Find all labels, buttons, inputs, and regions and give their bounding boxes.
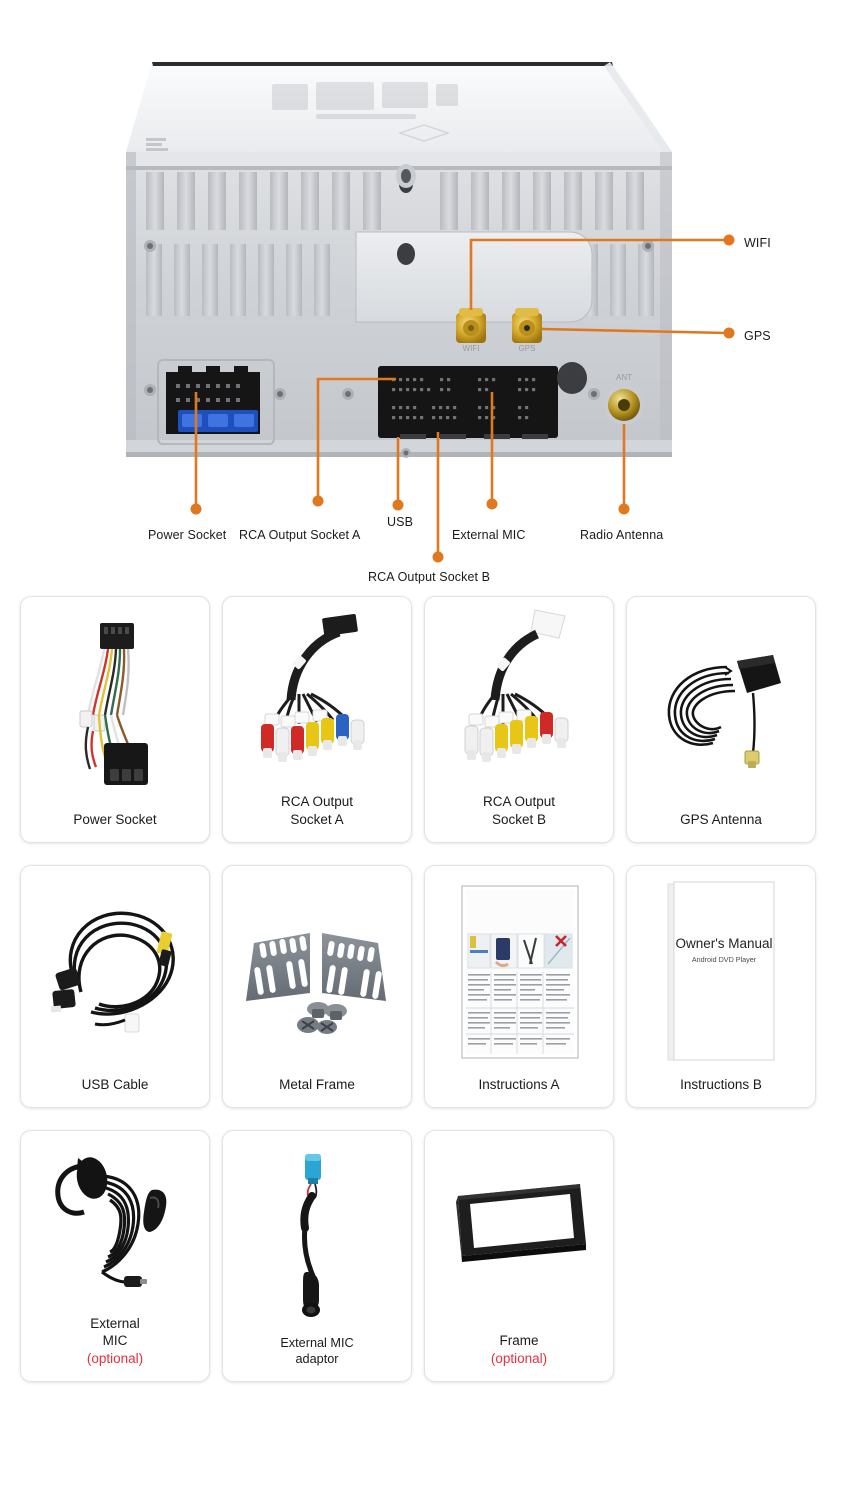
caption-line-1: Metal Frame bbox=[279, 1076, 355, 1092]
callout-label-rca-output-socket-b: RCA Output Socket B bbox=[368, 570, 491, 584]
caption-line-1: Power Socket bbox=[73, 811, 157, 827]
accessory-card-power-socket[interactable]: Power Socket bbox=[20, 596, 210, 843]
svg-text:WIFI: WIFI bbox=[463, 344, 480, 353]
caption-line-2: Socket B bbox=[491, 811, 547, 827]
center-recess-plate bbox=[355, 164, 593, 323]
accessory-caption-external-mic: External MIC (optional) bbox=[21, 1315, 209, 1381]
callout-leader-lines bbox=[194, 238, 728, 556]
heatsink-fins-upper bbox=[146, 172, 644, 230]
caption-optional-tag: (optional) bbox=[86, 1350, 144, 1366]
caption-line-1: RCA Output bbox=[280, 794, 354, 810]
accessory-caption-rca-socket-a: RCA Output Socket A bbox=[223, 793, 411, 842]
accessory-row-1: Power Socket bbox=[0, 590, 841, 843]
caption-line-1: Instructions A bbox=[478, 1076, 560, 1092]
power-socket-port bbox=[157, 359, 275, 445]
caption-line-1: External bbox=[90, 1316, 140, 1332]
wifi-sma-connector: WIFI bbox=[456, 308, 486, 353]
caption-line-2: MIC bbox=[102, 1333, 128, 1349]
rca-harness-b-art bbox=[425, 597, 613, 793]
usb-cable-art bbox=[21, 866, 209, 1076]
accessory-card-usb-cable[interactable]: USB Cable bbox=[20, 865, 210, 1108]
accessory-caption-instructions-a: Instructions A bbox=[425, 1076, 613, 1107]
callout-label-usb: USB bbox=[387, 515, 414, 529]
callout-dots bbox=[190, 234, 735, 563]
caption-line-1: USB Cable bbox=[81, 1076, 149, 1092]
caption-line-1: RCA Output bbox=[482, 794, 556, 810]
mic-adaptor-art bbox=[223, 1131, 411, 1335]
accessory-card-rca-socket-b[interactable]: RCA Output Socket B bbox=[424, 596, 614, 843]
callout-dot-antenna bbox=[618, 503, 630, 515]
accessory-caption-power-socket: Power Socket bbox=[21, 811, 209, 842]
callout-dot-wifi bbox=[723, 234, 735, 246]
caption-line-1: Instructions B bbox=[680, 1076, 762, 1092]
chassis-screws bbox=[144, 240, 654, 458]
gps-antenna-art bbox=[627, 597, 815, 811]
metal-brackets-art bbox=[223, 866, 411, 1076]
accessory-caption-usb-cable: USB Cable bbox=[21, 1076, 209, 1107]
accessory-caption-frame: Frame (optional) bbox=[425, 1332, 613, 1381]
manual-title: Owner's Manual bbox=[675, 936, 772, 951]
callout-dot-gps bbox=[723, 327, 735, 339]
device-top-lid bbox=[126, 62, 672, 152]
accessory-card-frame[interactable]: Frame (optional) bbox=[424, 1130, 614, 1382]
plastic-frame-art bbox=[425, 1131, 613, 1332]
gps-sma-connector: GPS bbox=[512, 308, 542, 353]
caption-line-2: adaptor bbox=[295, 1351, 339, 1366]
accessory-card-metal-frame[interactable]: Metal Frame bbox=[222, 865, 412, 1108]
accessory-card-external-mic-adaptor[interactable]: External MIC adaptor bbox=[222, 1130, 412, 1382]
caption-line-1: GPS Antenna bbox=[680, 811, 762, 827]
caption-line-1: External MIC bbox=[280, 1335, 354, 1350]
accessory-card-gps-antenna[interactable]: GPS Antenna bbox=[626, 596, 816, 843]
accessory-row-3: External MIC (optional) bbox=[0, 1108, 841, 1382]
callout-label-gps: GPS bbox=[744, 329, 771, 343]
accessory-caption-rca-socket-b: RCA Output Socket B bbox=[425, 793, 613, 842]
device-illustration: WIFI GPS bbox=[126, 62, 735, 563]
rca-harness-a-art bbox=[223, 597, 411, 793]
owners-manual-art: Owner's Manual Android DVD Player bbox=[627, 866, 815, 1076]
manual-subtitle: Android DVD Player bbox=[692, 955, 757, 964]
accessory-grid: Power Socket bbox=[0, 590, 841, 1382]
callout-dot-rca-b bbox=[432, 551, 444, 563]
accessory-card-external-mic[interactable]: External MIC (optional) bbox=[20, 1130, 210, 1382]
callout-dot-mic bbox=[486, 498, 498, 510]
callout-dot-rca-a bbox=[312, 495, 324, 507]
accessory-card-instructions-b[interactable]: Owner's Manual Android DVD Player Instru… bbox=[626, 865, 816, 1108]
accessory-caption-metal-frame: Metal Frame bbox=[223, 1076, 411, 1107]
callout-label-external-mic: External MIC bbox=[452, 528, 526, 542]
accessory-row-2: USB Cable bbox=[0, 843, 841, 1108]
callout-label-power-socket: Power Socket bbox=[148, 528, 227, 542]
radio-antenna-jack: ANT bbox=[557, 362, 644, 425]
svg-text:GPS: GPS bbox=[519, 344, 536, 353]
microphone-art bbox=[21, 1131, 209, 1315]
accessory-card-rca-socket-a[interactable]: RCA Output Socket A bbox=[222, 596, 412, 843]
caption-line-2: Socket A bbox=[290, 811, 344, 827]
accessory-card-instructions-a[interactable]: Instructions A bbox=[424, 865, 614, 1108]
caption-optional-tag: (optional) bbox=[490, 1350, 548, 1366]
callout-dot-power bbox=[190, 503, 202, 515]
callout-label-wifi: WIFI bbox=[744, 236, 771, 250]
rca-usb-mic-connector-block bbox=[378, 366, 558, 439]
callout-label-radio-antenna: Radio Antenna bbox=[580, 528, 664, 542]
power-harness-art bbox=[21, 597, 209, 811]
callout-label-rca-output-socket-a: RCA Output Socket A bbox=[239, 528, 361, 542]
callout-dot-usb bbox=[392, 499, 404, 511]
svg-text:ANT: ANT bbox=[616, 373, 632, 382]
accessory-caption-external-mic-adaptor: External MIC adaptor bbox=[223, 1335, 411, 1382]
instruction-sheet-art bbox=[425, 866, 613, 1076]
accessory-caption-gps-antenna: GPS Antenna bbox=[627, 811, 815, 842]
caption-line-1: Frame bbox=[499, 1333, 539, 1349]
device-rear-panel-diagram: WIFI GPS bbox=[0, 0, 841, 590]
accessory-caption-instructions-b: Instructions B bbox=[627, 1076, 815, 1107]
